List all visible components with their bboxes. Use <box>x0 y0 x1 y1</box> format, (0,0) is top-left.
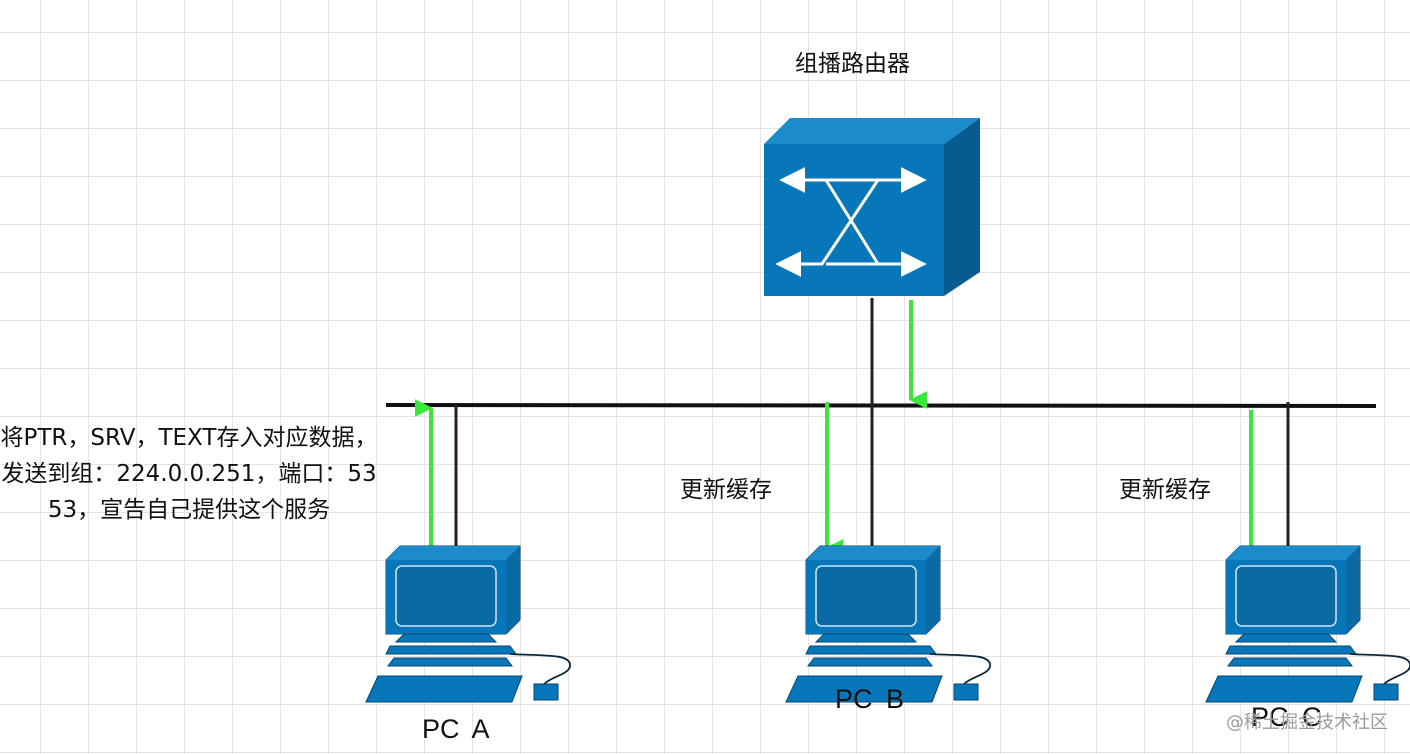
router-side <box>944 118 980 296</box>
pc-b-computer-icon <box>785 545 992 703</box>
router-cross-arrows-icon <box>775 167 927 277</box>
pc-c-note: 更新缓存 <box>1119 477 1211 503</box>
pc-a-note: 将PTR，SRV，TEXT存入对应数据，发送到组：224.0.0.251，端口：… <box>0 425 378 523</box>
pc-b-label: PC B <box>835 684 905 714</box>
router-front <box>764 144 944 296</box>
router-label: 组播路由器 <box>795 51 910 77</box>
pc-a-computer-icon <box>365 545 572 703</box>
router <box>764 118 980 296</box>
pc-b-note: 更新缓存 <box>680 477 772 503</box>
network-bus-line <box>385 403 1377 408</box>
pc-c-computer-icon <box>1205 545 1410 703</box>
watermark: @稀土掘金技术社区 <box>1226 712 1388 733</box>
pc-a-label: PC A <box>422 714 490 744</box>
router-top <box>764 118 980 144</box>
pc-c-label: PC C <box>1251 702 1322 732</box>
